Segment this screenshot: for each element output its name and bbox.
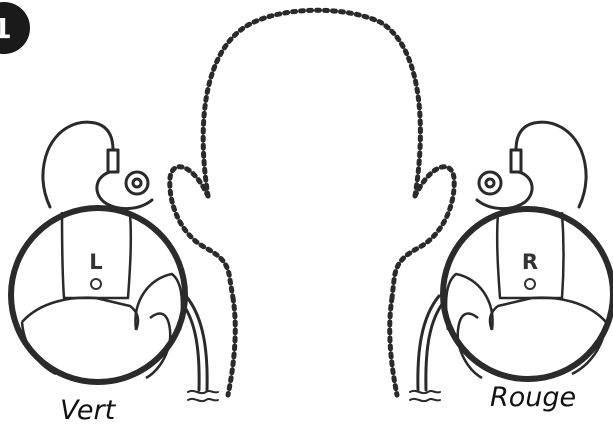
left-zoom-face [20,321,57,376]
left-side-letter: L [89,250,102,274]
right-cable-break [409,389,441,403]
left-cable-2 [184,294,209,392]
right-zoom-ring [440,206,613,382]
right-zoom-ear [444,272,494,331]
right-zoom-face [571,321,608,376]
left-neck-outline [225,295,238,398]
left-zoom-ear [134,272,184,331]
step-badge: 1 [0,2,30,54]
step-number: 1 [0,12,12,45]
right-neck-outline [387,295,400,398]
head-outline [167,7,457,398]
right-zoom-ear-lobe [456,312,483,380]
right-caption: Rouge [490,382,576,413]
step-badge-circle [0,2,30,54]
left-ear-outline [167,164,236,301]
left-earphone-body [95,170,154,210]
left-zoom-indicator-dot [90,278,102,290]
left-eartip-hole [131,177,143,189]
left-zoom-housing-base [21,296,140,331]
left-eartip [124,170,150,196]
left-caption: Vert [60,395,117,425]
left-zoom-inset: L [8,205,188,385]
left-earphone [41,120,219,403]
right-earphone [409,120,588,403]
left-cable-connector [106,148,120,174]
right-ear-hook [514,120,588,209]
right-cable-2 [416,294,441,392]
head-top-outline [200,7,423,199]
left-cable-break [187,389,219,403]
right-eartip-hole [484,177,496,189]
right-earphone-body [475,170,534,210]
right-cable [424,298,447,392]
right-ear-outline [389,164,457,301]
left-zoom-ring [8,205,188,385]
left-zoom-ear-lobe [145,312,172,380]
right-zoom-inset: R [440,206,613,382]
right-cable-connector [509,148,523,174]
right-side-letter: R [522,250,538,274]
right-zoom-housing-base [488,296,607,331]
right-eartip [477,170,503,196]
right-zoom-indicator-dot [524,278,536,290]
left-ear-hook [41,120,115,209]
